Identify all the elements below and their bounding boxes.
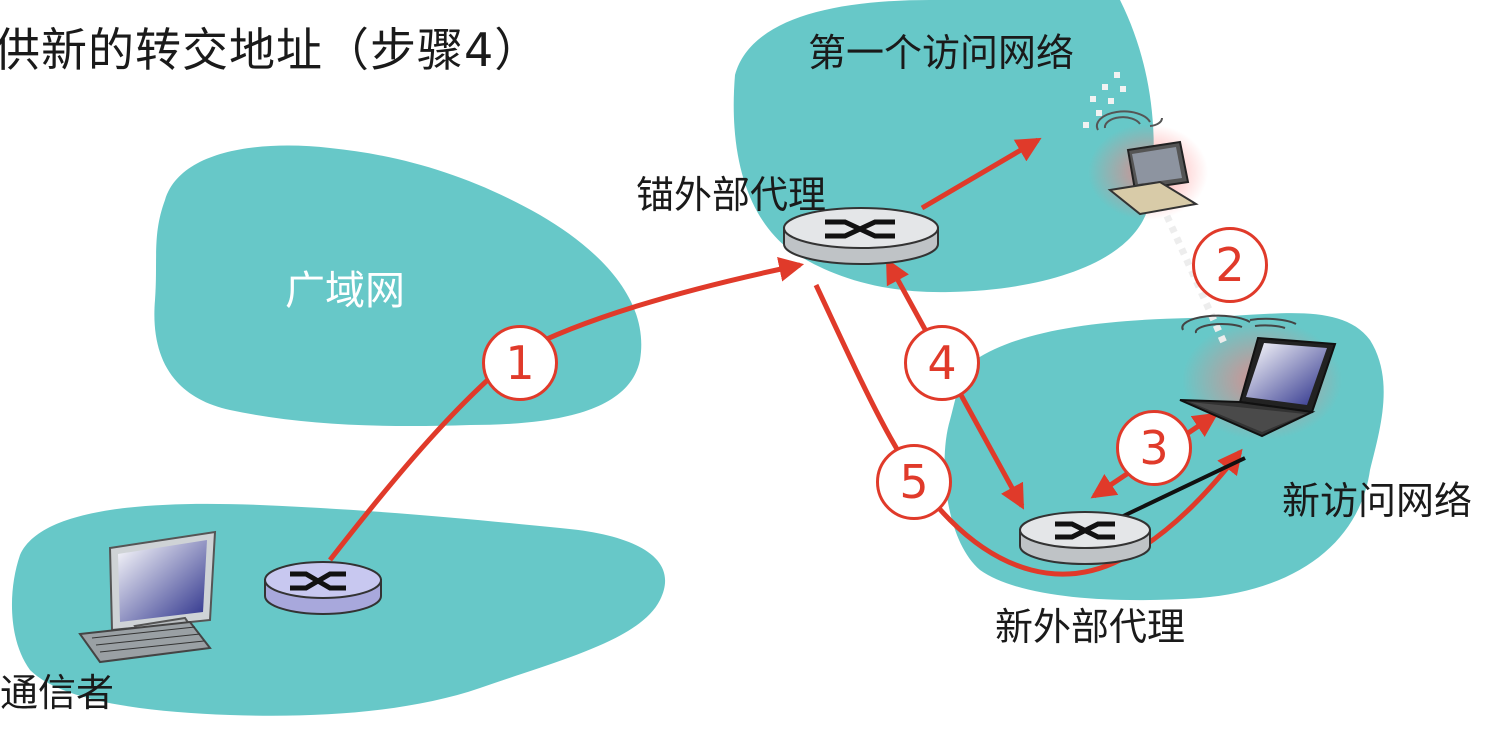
laptop-icon	[1107, 140, 1199, 216]
wireless-signal-icon	[1095, 110, 1164, 131]
wan-label: 广域网	[285, 268, 405, 314]
forward-arrow-to-old-location	[920, 137, 1042, 211]
anchor-agent-label: 锚外部代理	[636, 173, 827, 217]
correspondent-label: 通信者	[0, 671, 115, 715]
wireless-signal-icon	[1181, 314, 1297, 334]
fading-dots	[1083, 72, 1126, 128]
wired-link	[1114, 456, 1246, 522]
new-network-label: 新访问网络	[1282, 479, 1473, 523]
step-3-badge: 3	[1116, 410, 1192, 486]
router-icon	[783, 207, 939, 265]
router-icon	[1019, 511, 1151, 565]
step-5-arrow	[813, 283, 1243, 577]
laptop-icon	[1179, 336, 1337, 438]
router-icon	[264, 561, 382, 615]
step-5-badge: 5	[876, 444, 952, 520]
first-network-label: 第一个访问网络	[808, 31, 1075, 75]
step-2-badge: 2	[1192, 227, 1268, 303]
desktop-computer-icon	[78, 530, 217, 664]
step-4-badge: 4	[904, 325, 980, 401]
page-title: 供新的转交地址（步骤4）	[0, 23, 542, 77]
new-agent-label: 新外部代理	[995, 605, 1186, 649]
step-1-badge: 1	[482, 325, 558, 401]
